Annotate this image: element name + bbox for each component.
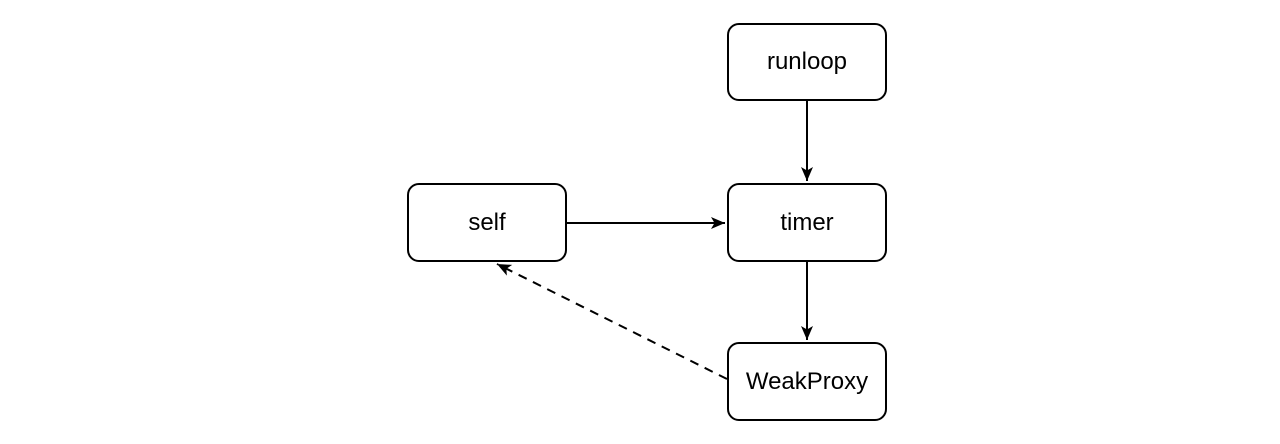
node-timer: timer (727, 183, 887, 262)
node-runloop: runloop (727, 23, 887, 101)
node-self-label: self (468, 208, 506, 236)
node-weakproxy: WeakProxy (727, 342, 887, 421)
node-runloop-label: runloop (766, 48, 848, 75)
edge-weakproxy-to-self (496, 263, 728, 380)
node-weakproxy-label: WeakProxy (745, 367, 869, 395)
node-self: self (407, 183, 567, 262)
edge-layer (496, 101, 813, 380)
node-timer-label: timer (780, 208, 834, 236)
